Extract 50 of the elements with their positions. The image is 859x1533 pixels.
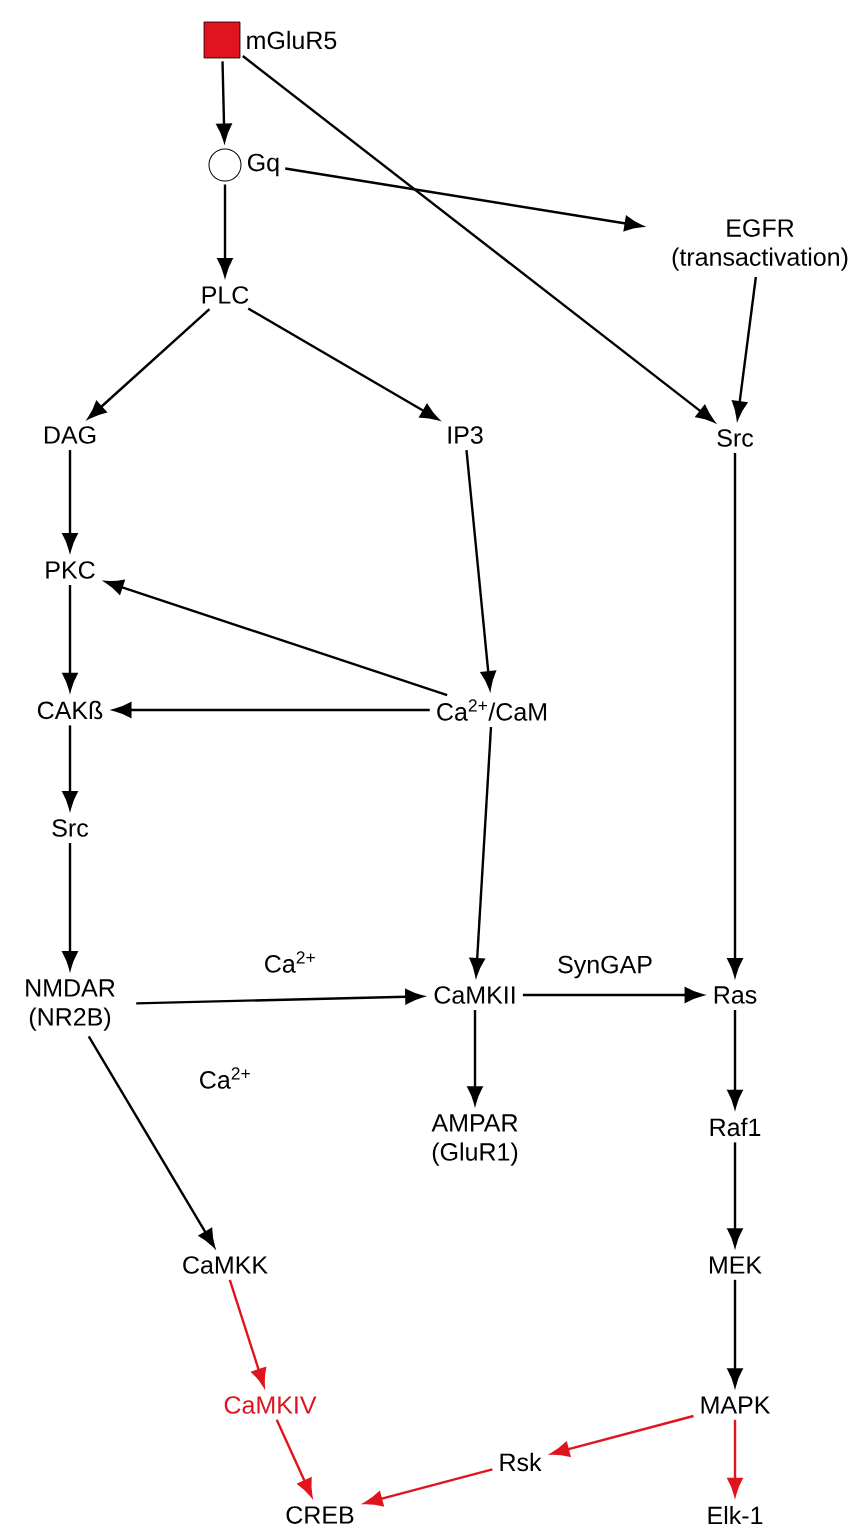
- arrow: [727, 1279, 743, 1387]
- protein-label: CREB: [286, 1506, 354, 1524]
- arrow: [87, 1035, 215, 1248]
- arrow: [62, 843, 78, 970]
- protein-label: Elk-1: [708, 1505, 763, 1525]
- protein-label: Raf1: [710, 1117, 761, 1137]
- protein-label: CAKß: [37, 700, 103, 720]
- arrow: [727, 1142, 743, 1247]
- arrow: [62, 450, 78, 552]
- arrow: [62, 585, 78, 692]
- arrow: [217, 184, 233, 277]
- arrow: [727, 453, 743, 977]
- edge-label: Ca$^{2+}$: [261, 949, 319, 975]
- arrow: [364, 1468, 493, 1507]
- arrow: [727, 1009, 743, 1109]
- arrow: [62, 725, 78, 810]
- arrow: [228, 1279, 267, 1387]
- arrow: [732, 276, 758, 420]
- protein-label: AMPAR (GluR1): [431, 1114, 518, 1166]
- protein-label: Ras: [714, 986, 757, 1004]
- edge-label: SynGAP: [555, 953, 655, 981]
- arrow: [465, 449, 496, 690]
- arrow: [247, 307, 439, 421]
- protein-label: Gq: [247, 153, 279, 177]
- arrow: [136, 989, 424, 1005]
- protein-label: CaMKII: [434, 986, 515, 1004]
- protein-label: CaMKIV: [224, 1396, 317, 1414]
- protein-label: CaMKK: [183, 1256, 268, 1274]
- protein-label: Ca$^{2+}$/CaM: [437, 699, 546, 721]
- arrow: [467, 1010, 483, 1105]
- protein-label: MEK: [710, 1256, 762, 1274]
- protein-label: PKC: [46, 561, 95, 579]
- receptor-square: [203, 21, 241, 59]
- protein-label: Src: [717, 429, 754, 447]
- protein-label: EGFR (transactivation): [672, 219, 848, 271]
- protein-label: NMDAR (NR2B): [26, 979, 115, 1031]
- arrow: [275, 1419, 313, 1498]
- protein-label: MAPK: [701, 1396, 771, 1414]
- arrow: [727, 1419, 743, 1497]
- protein-label: Src: [52, 819, 89, 837]
- protein-label: DAG: [44, 426, 96, 444]
- edge-label: Ca$^{2+}$: [196, 1065, 254, 1091]
- arrow: [242, 55, 715, 423]
- protein-label: Rsk: [500, 1452, 542, 1472]
- circle-symbol: [208, 148, 242, 182]
- arrow: [87, 308, 211, 419]
- arrow: [469, 726, 493, 977]
- protein-label: PLC: [202, 286, 249, 304]
- protein-label: IP3: [448, 426, 483, 444]
- protein-label: mGluR5: [247, 30, 337, 50]
